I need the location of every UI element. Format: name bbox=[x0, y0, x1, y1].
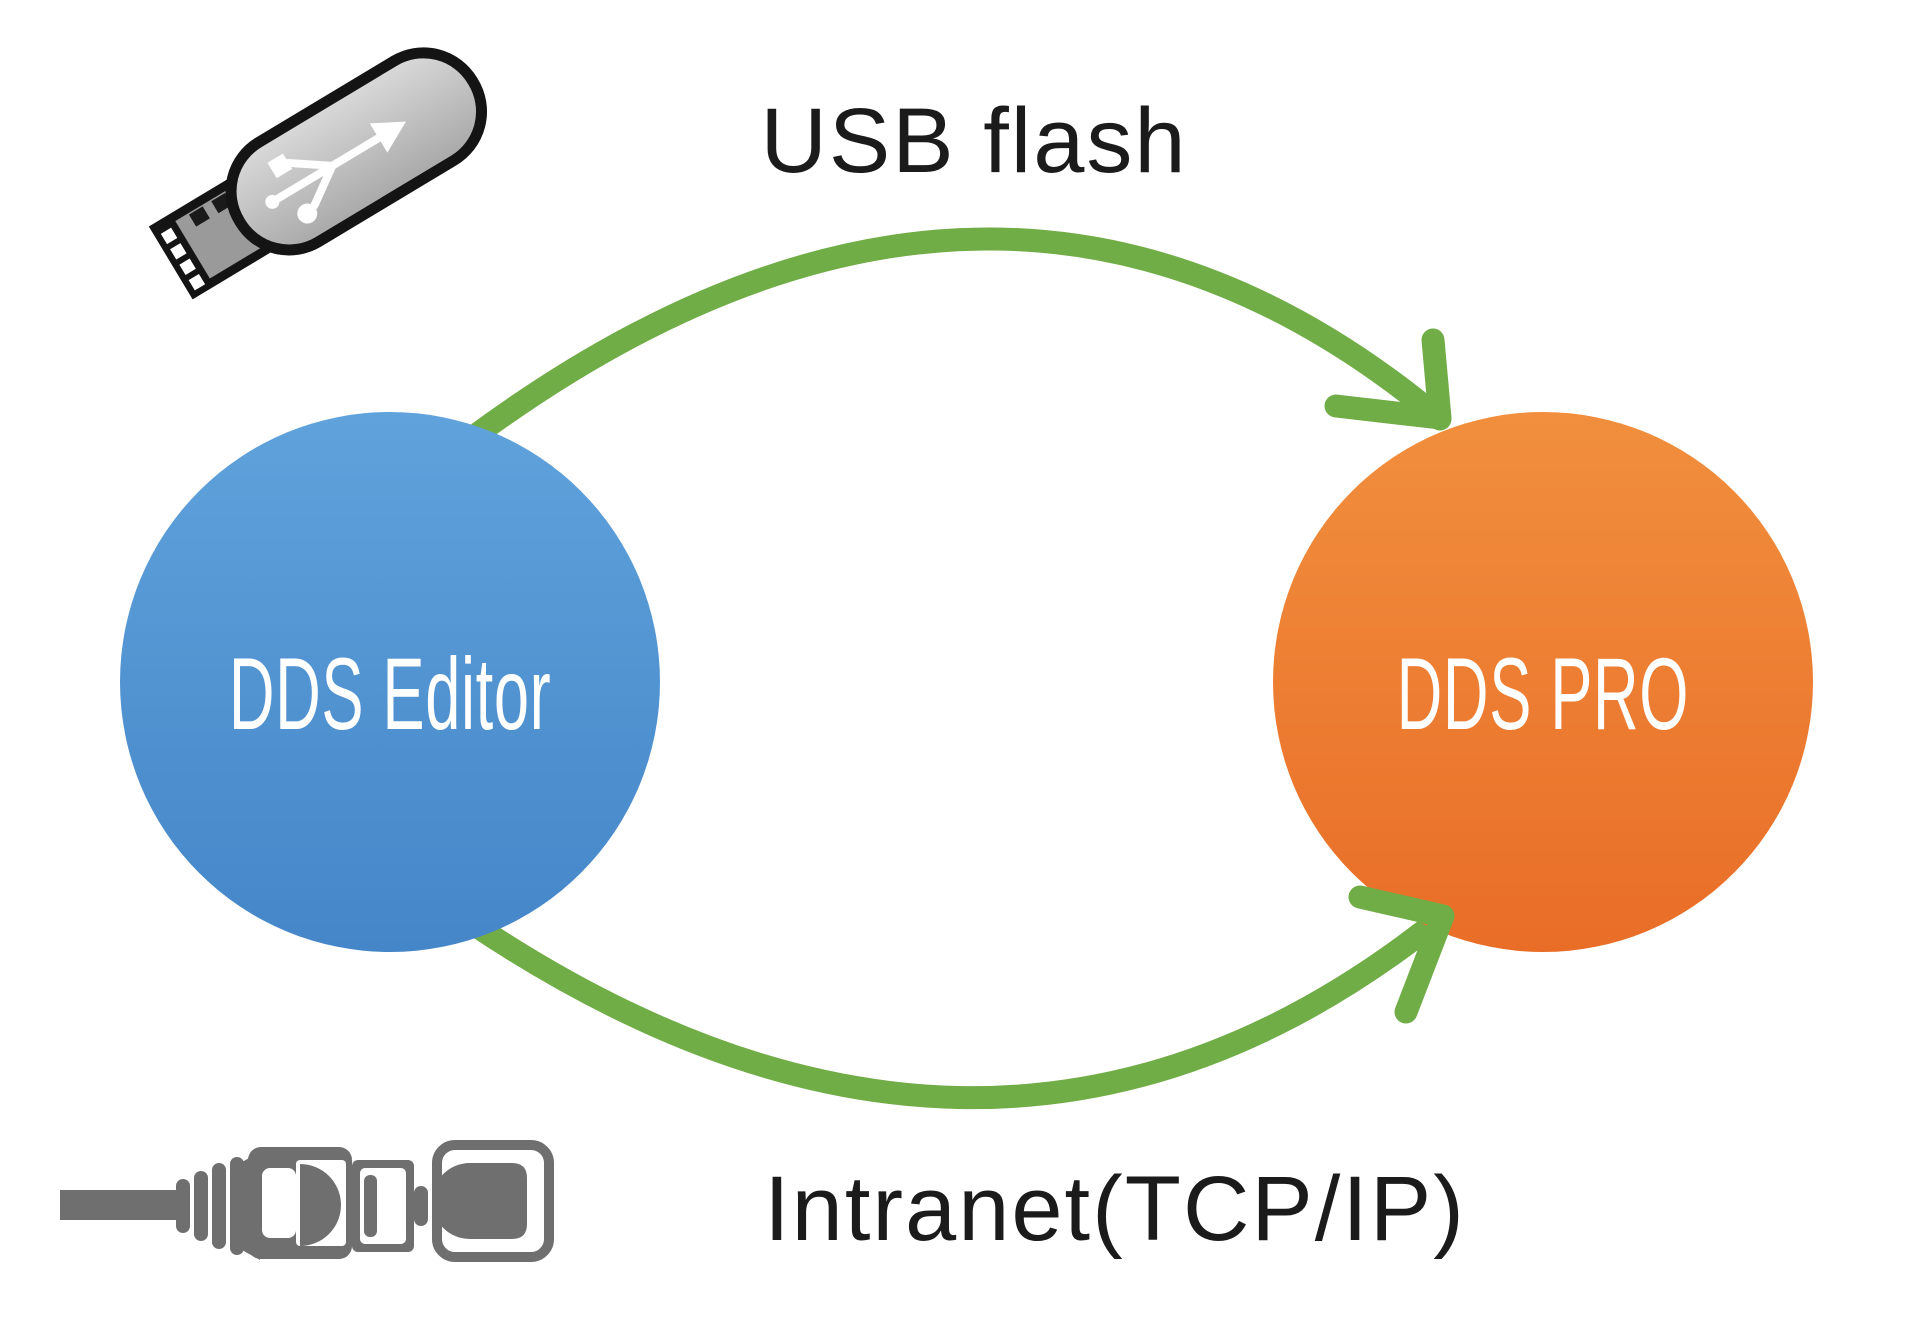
usb-flash-arc bbox=[418, 227, 1452, 482]
ethernet-cable-icon bbox=[60, 1140, 554, 1262]
node-dds-pro bbox=[1273, 412, 1813, 952]
node-dds-editor bbox=[120, 412, 660, 952]
intranet-arc bbox=[418, 882, 1455, 1110]
usb-trident-icon bbox=[268, 130, 388, 210]
usb-flash-arrowhead-icon bbox=[1324, 328, 1452, 430]
usb-flash-drive-icon bbox=[148, 47, 488, 300]
ethernet-cable-wire bbox=[60, 1190, 182, 1220]
usb-flash-caption: USB flash bbox=[760, 90, 1188, 192]
intranet-caption: Intranet(TCP/IP) bbox=[764, 1158, 1466, 1260]
intranet-arrowhead-icon bbox=[1348, 885, 1455, 1024]
